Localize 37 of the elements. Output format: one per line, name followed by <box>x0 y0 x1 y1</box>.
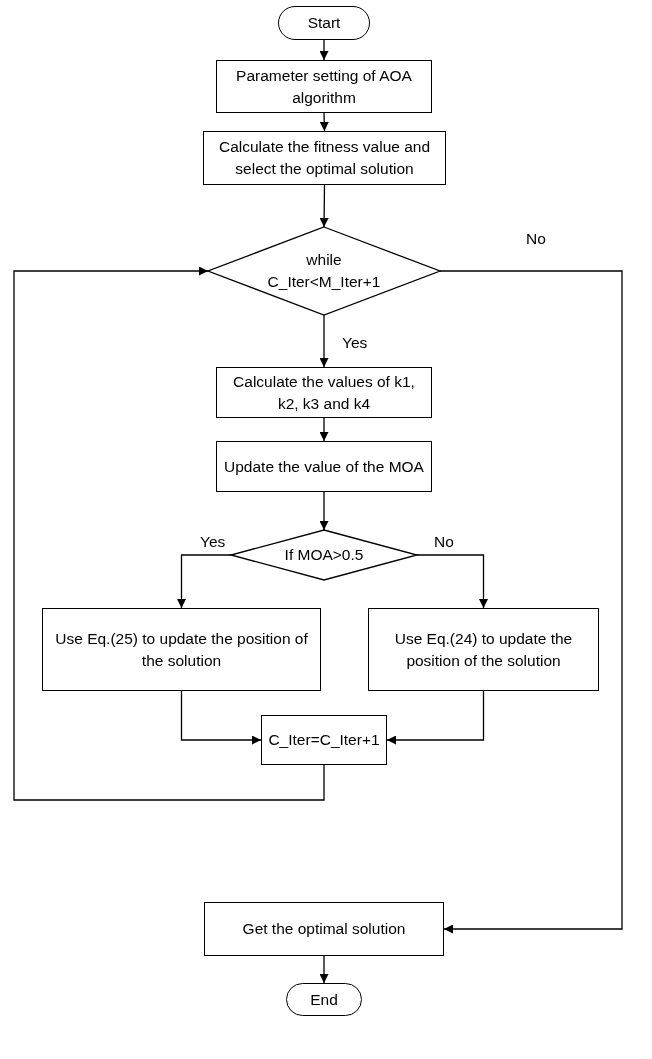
node-text: Start <box>306 13 342 34</box>
node-text: Get the optimal solution <box>241 919 407 940</box>
terminal-shape <box>278 6 370 40</box>
arrow <box>319 39 329 61</box>
node-text: Calculate the fitness value and select the optimal solution <box>217 137 432 179</box>
arrow <box>386 690 485 745</box>
node-text: Update the value of the MOA <box>223 456 425 477</box>
arrow <box>319 417 329 442</box>
arrow <box>319 491 329 531</box>
arrow <box>319 184 329 228</box>
process-box <box>368 608 599 691</box>
decision-diamond <box>231 530 417 580</box>
arrow <box>319 955 329 984</box>
process-box <box>204 902 444 956</box>
arrow <box>177 554 232 609</box>
arrow <box>319 112 329 132</box>
terminal-shape <box>286 983 362 1016</box>
process-box <box>216 367 432 418</box>
process-box <box>42 608 321 691</box>
node-text: Use Eq.(25) to update the position of the solution <box>54 628 309 671</box>
process-box <box>216 60 432 113</box>
node-text: C_Iter=C_Iter+1 <box>267 730 381 751</box>
node-text: while C_Iter<M_Iter+1 <box>266 250 382 292</box>
arrow <box>319 314 329 368</box>
arrow <box>439 270 623 934</box>
arrow <box>13 266 325 801</box>
node-text: Parameter setting of AOA algorithm <box>235 65 413 108</box>
arrow <box>416 554 488 609</box>
process-box <box>216 441 432 492</box>
decision-diamond <box>208 227 440 315</box>
node-text: End <box>309 989 339 1010</box>
node-text: If MOA>0.5 <box>283 545 365 566</box>
node-text: Calculate the values of k1, k2, k3 and k4 <box>232 371 416 414</box>
node-text: Use Eq.(24) to update the position of the solution <box>393 628 574 671</box>
arrow <box>180 690 262 745</box>
process-box <box>203 131 446 185</box>
process-box <box>261 715 387 765</box>
